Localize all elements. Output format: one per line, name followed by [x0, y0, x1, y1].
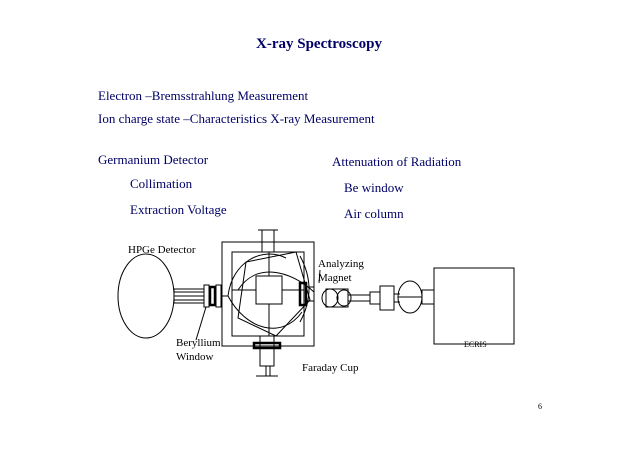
ecris-source-box: [433, 267, 515, 345]
extraction-voltage-item: Extraction Voltage: [130, 202, 227, 217]
slide-title: X-ray Spectroscopy: [256, 36, 382, 52]
magnet-leader-line: [318, 269, 321, 284]
top-port: [261, 229, 275, 253]
magnet-pole: [237, 251, 311, 337]
analyzing-magnet-element: [321, 288, 339, 308]
beryllium-window-flange-outer: [203, 284, 210, 308]
charge-state-line: Ion charge state –Characteristics X-ray …: [98, 111, 375, 126]
be-window-item: Be window: [344, 180, 404, 195]
faraday-cup-flange: [252, 341, 282, 350]
analyzing-magnet-label-1: Analyzing: [318, 258, 364, 270]
ecris-label: ECRIS: [464, 340, 487, 349]
beryllium-window-label-1: Beryllium: [176, 337, 221, 349]
collimation-item: Collimation: [130, 176, 193, 191]
page-number: 6: [538, 402, 542, 411]
beam-pipe-section: [379, 285, 395, 311]
beryllium-window-label-2: Window: [176, 351, 214, 363]
air-column-item: Air column: [344, 206, 404, 221]
window-leader-line: [195, 306, 207, 341]
faraday-cup-port: [259, 335, 275, 367]
hpge-detector-dewar: [117, 253, 175, 339]
hpge-detector-label: HPGe Detector: [128, 244, 196, 256]
magnet-exit-flange: [298, 281, 308, 307]
bremsstrahlung-line: Electron –Bremsstrahlung Measurement: [98, 88, 309, 103]
attenuation-heading: Attenuation of Radiation: [332, 154, 462, 169]
beryllium-window-flange: [208, 285, 217, 307]
germanium-heading: Germanium Detector: [98, 152, 209, 167]
faraday-cup-label: Faraday Cup: [302, 362, 359, 374]
analyzing-magnet-label-2: Magnet: [318, 272, 352, 284]
